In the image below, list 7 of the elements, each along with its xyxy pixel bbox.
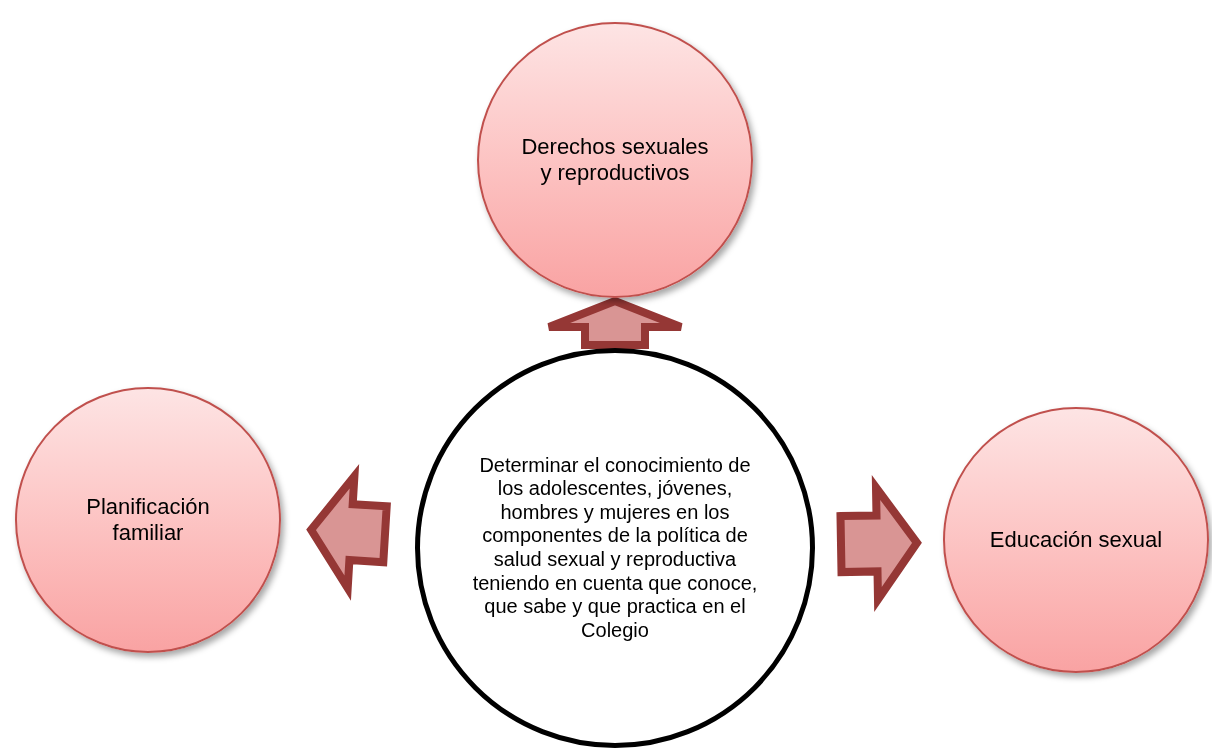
block-arrow (836, 475, 922, 612)
node-text: Planificación familiar (85, 494, 211, 546)
node-text: Derechos sexuales y reproductivos (520, 134, 710, 186)
block-arrow (545, 296, 685, 349)
node-text: Determinar el conocimiento de los adolescentes, jóvenes, hombres y mujeres en los componentes de la política de salud sexual y reproductiva teniendo en cuenta que conoce, que sabe y que practica en el Colegio (471, 453, 759, 643)
node-text: Educación sexual (988, 527, 1164, 553)
block-arrow (306, 464, 391, 601)
